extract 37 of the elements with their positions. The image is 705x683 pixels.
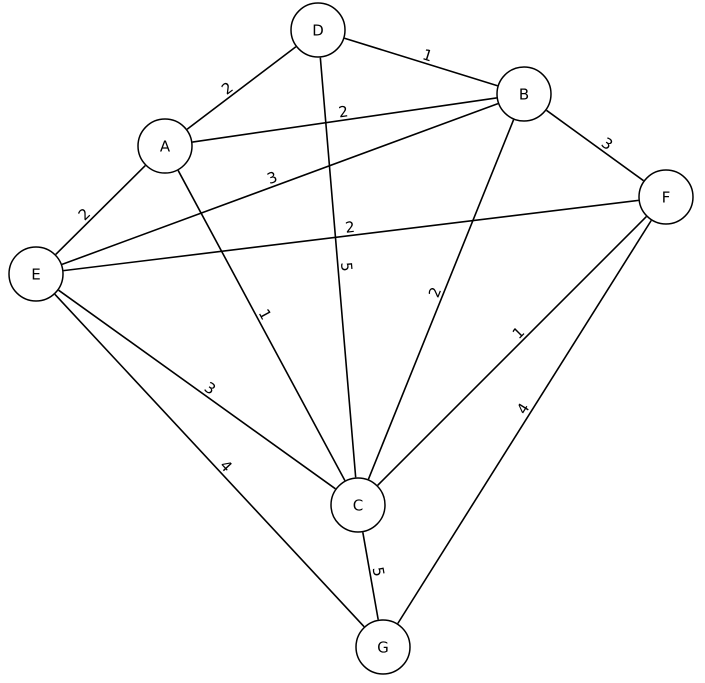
edge-label: 3 [267,172,276,184]
edge-line [192,97,497,143]
edge-label: 4 [221,462,232,472]
edge-line [377,216,647,486]
graph-node: B [496,66,552,122]
edge-label: 2 [221,82,233,95]
edge-label: 2 [339,106,348,118]
graph-node: D [290,2,346,58]
edge-label: 2 [78,209,90,221]
graph-node: F [638,169,694,225]
edge-label: 3 [601,137,612,149]
graph-node: E [8,246,64,302]
edge-line [54,294,365,628]
edge-line [62,102,498,266]
edge-line [55,164,146,256]
graph-node: A [137,118,193,174]
edge-label: 2 [346,221,354,233]
edge-line [362,532,379,620]
graph-node: C [330,477,386,533]
edge-line [58,290,336,490]
edge-line [546,110,644,182]
edge-label: 1 [423,49,430,62]
graph-node: G [355,619,411,675]
edge-line [397,220,652,624]
edge-line [344,37,498,87]
edge-line [186,46,296,130]
edge-label: 1 [259,309,271,320]
edge-line [177,170,346,481]
edge-label: 5 [341,263,353,270]
edge-label: 1 [512,328,524,338]
edge-label: 3 [204,382,216,394]
edge-line [63,200,639,272]
edge-line [368,119,514,480]
edge-label: 5 [372,568,385,576]
edge-label: 2 [428,288,441,298]
edge-line [320,58,356,478]
edge-label: 4 [518,403,529,414]
